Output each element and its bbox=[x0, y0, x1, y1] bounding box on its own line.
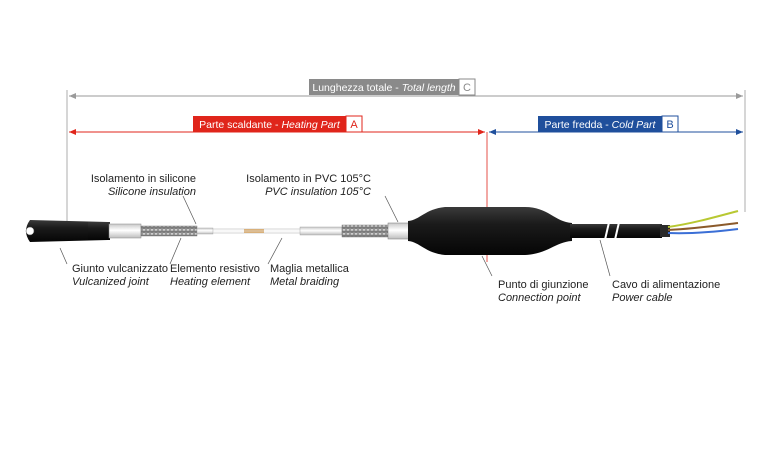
label-pvc-insulation-it: Isolamento in PVC 105°C bbox=[246, 173, 371, 185]
heating-part-badge bbox=[193, 116, 346, 132]
leader-silicone-insulation bbox=[182, 195, 197, 225]
power-cable-end bbox=[660, 225, 670, 237]
silicone-sleeve-left bbox=[108, 223, 142, 239]
metal-braiding-right bbox=[341, 224, 389, 238]
label-pvc-insulation-en: PVC insulation 105°C bbox=[265, 186, 371, 198]
connection-joint-body bbox=[408, 207, 572, 255]
leader-connection-point bbox=[481, 255, 493, 277]
power-cable-wires bbox=[667, 210, 739, 235]
leader-metal-braiding bbox=[267, 237, 283, 265]
component-labels: Isolamento in silicone Silicone insulati… bbox=[72, 173, 720, 304]
label-vulcanized-joint-en: Vulcanized joint bbox=[72, 276, 150, 288]
cold-part-letter-box bbox=[661, 115, 679, 133]
leader-pvc-insulation bbox=[384, 195, 399, 223]
cable-break-mark-2 bbox=[613, 217, 621, 245]
label-connection-point-en: Connection point bbox=[498, 292, 582, 304]
pvc-sleeve bbox=[387, 222, 411, 240]
wire-green-yellow bbox=[667, 210, 739, 228]
label-silicone-insulation-en: Silicone insulation bbox=[108, 186, 196, 198]
wire-blue bbox=[667, 228, 739, 235]
heating-part-label: Parte scaldante - Heating Part bbox=[199, 119, 341, 131]
total-length-badge bbox=[309, 79, 459, 95]
label-heating-element-it: Elemento resistivo bbox=[170, 263, 260, 275]
leader-lines bbox=[59, 195, 611, 277]
metal-braiding-left bbox=[140, 225, 198, 237]
cold-part-badge bbox=[538, 116, 662, 132]
label-power-cable-it: Cavo di alimentazione bbox=[612, 279, 720, 291]
heating-element bbox=[213, 228, 300, 234]
label-metal-braiding-en: Metal braiding bbox=[270, 276, 340, 288]
label-vulcanized-joint-it: Giunto vulcanizzato bbox=[72, 263, 168, 275]
label-heating-element-en: Heating element bbox=[170, 276, 251, 288]
silicone-insulation-right bbox=[299, 226, 343, 236]
wire-brown bbox=[667, 222, 739, 231]
vulcanized-end-cap bbox=[25, 220, 110, 242]
label-metal-braiding-it: Maglia metallica bbox=[270, 263, 350, 275]
cable-break-mark-1 bbox=[603, 217, 611, 245]
heating-part-letter-box bbox=[345, 115, 363, 133]
total-length-letter: C bbox=[463, 82, 471, 94]
label-connection-point-it: Punto di giunzione bbox=[498, 279, 589, 291]
end-cap-hole bbox=[25, 226, 35, 236]
label-power-cable-en: Power cable bbox=[612, 292, 673, 304]
heating-part-dimension: Parte scaldante - Heating Part A bbox=[69, 115, 488, 262]
cold-part-dimension: Parte fredda - Cold Part B bbox=[489, 115, 743, 135]
total-length-dimension: Lunghezza totale - Total length C bbox=[66, 78, 746, 225]
total-length-letter-box bbox=[458, 78, 476, 96]
silicone-insulation-segment bbox=[196, 227, 214, 235]
leader-vulcanized-joint bbox=[59, 247, 68, 265]
heating-part-letter: A bbox=[350, 119, 358, 131]
cold-part-letter: B bbox=[666, 119, 673, 131]
cold-part-label: Parte fredda - Cold Part bbox=[545, 119, 657, 131]
leader-power-cable bbox=[599, 239, 611, 277]
leader-heating-element bbox=[169, 237, 182, 265]
total-length-label: Lunghezza totale - Total length bbox=[312, 82, 455, 94]
label-silicone-insulation-it: Isolamento in silicone bbox=[91, 173, 196, 185]
cable-illustration bbox=[25, 207, 739, 255]
